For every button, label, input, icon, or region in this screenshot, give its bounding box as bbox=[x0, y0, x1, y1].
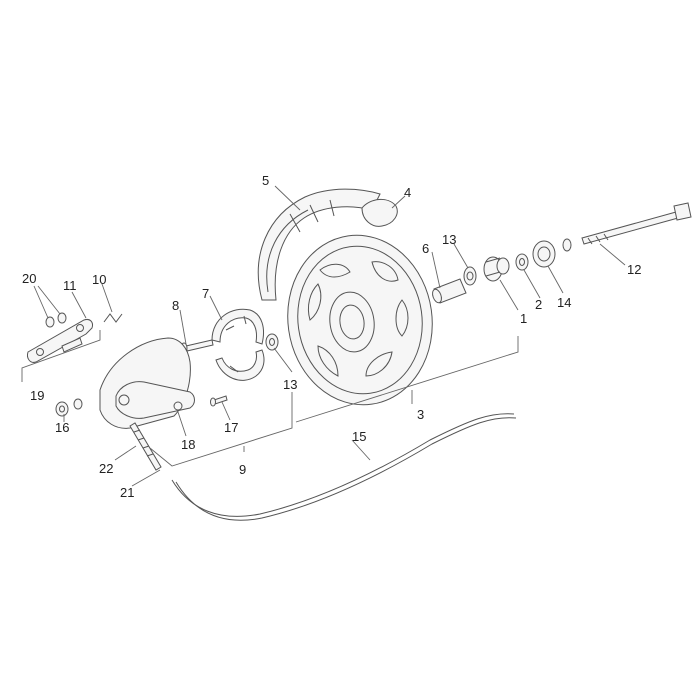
part-labels: 1 2 3 4 5 6 7 8 9 10 11 12 13 13 14 15 1… bbox=[22, 173, 641, 500]
cover-part-4 bbox=[361, 199, 398, 227]
brake-shoes-7 bbox=[211, 308, 265, 381]
clip-10 bbox=[103, 313, 123, 323]
brake-lever-19 bbox=[27, 319, 93, 363]
label-2: 2 bbox=[535, 297, 542, 312]
bearing-13-left bbox=[265, 333, 279, 351]
label-20: 20 bbox=[22, 271, 36, 286]
nut-16 bbox=[55, 398, 83, 417]
label-18: 18 bbox=[181, 437, 195, 452]
label-13-left: 13 bbox=[283, 377, 297, 392]
washer-2 bbox=[515, 253, 529, 271]
label-8: 8 bbox=[172, 298, 179, 313]
label-11: 11 bbox=[63, 278, 77, 293]
label-16: 16 bbox=[55, 420, 69, 435]
nuts-20 bbox=[45, 312, 67, 328]
label-22: 22 bbox=[99, 461, 113, 476]
screw-17 bbox=[210, 395, 228, 407]
label-4: 4 bbox=[404, 185, 411, 200]
label-17: 17 bbox=[224, 420, 238, 435]
label-13-right: 13 bbox=[442, 232, 456, 247]
leader-lines bbox=[21, 185, 626, 487]
bearing-13-right bbox=[463, 266, 477, 286]
label-19: 19 bbox=[30, 388, 44, 403]
label-9: 9 bbox=[239, 462, 246, 477]
label-12: 12 bbox=[627, 262, 641, 277]
wheel-rim bbox=[287, 234, 433, 406]
label-5: 5 bbox=[262, 173, 269, 188]
brake-plate-9 bbox=[99, 337, 195, 429]
label-1: 1 bbox=[520, 311, 527, 326]
axle-12 bbox=[581, 202, 692, 245]
spacer-14 bbox=[532, 238, 572, 268]
label-15: 15 bbox=[352, 429, 366, 444]
spacer-6 bbox=[432, 278, 467, 304]
spring-22 bbox=[129, 422, 162, 471]
label-6: 6 bbox=[422, 241, 429, 256]
label-21: 21 bbox=[120, 485, 134, 500]
label-3: 3 bbox=[417, 407, 424, 422]
label-10: 10 bbox=[92, 272, 106, 287]
brake-cable-15 bbox=[171, 413, 517, 521]
label-14: 14 bbox=[557, 295, 571, 310]
fender bbox=[257, 188, 381, 301]
label-7: 7 bbox=[202, 286, 209, 301]
drive-gear-1 bbox=[483, 256, 510, 282]
